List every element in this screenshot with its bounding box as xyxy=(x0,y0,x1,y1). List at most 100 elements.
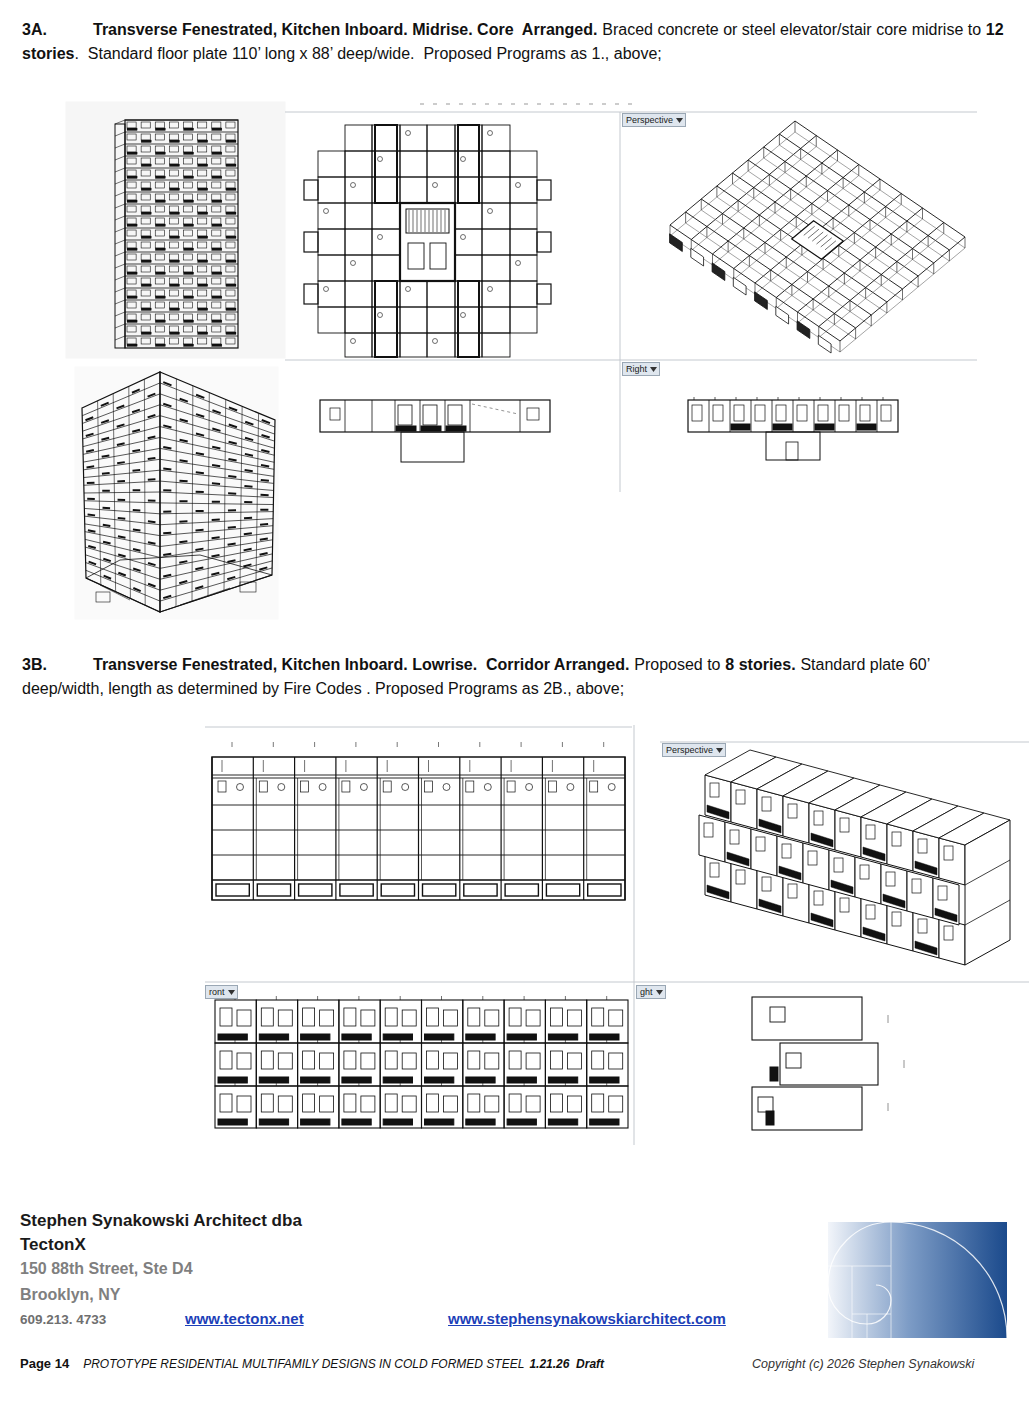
wall-top xyxy=(717,186,887,302)
floor-line xyxy=(115,324,125,328)
wall-post xyxy=(785,162,786,173)
bay-line xyxy=(877,400,878,432)
unit-cell xyxy=(427,125,455,151)
window xyxy=(485,1096,499,1112)
balcony-rail xyxy=(87,466,95,467)
window xyxy=(127,146,136,152)
balcony-rail xyxy=(260,523,268,526)
module-face xyxy=(751,829,777,876)
window xyxy=(427,1051,439,1069)
tick xyxy=(482,1082,483,1086)
balcony-rail xyxy=(446,426,466,431)
window xyxy=(226,158,235,164)
window xyxy=(526,1096,540,1112)
wall-post xyxy=(765,243,766,254)
wall-post xyxy=(918,276,919,287)
unit-cell xyxy=(318,281,345,307)
dimension-tick xyxy=(232,742,233,747)
unit-cell xyxy=(345,151,372,177)
balcony-rail xyxy=(425,1119,454,1125)
party-wall xyxy=(545,778,546,880)
window xyxy=(814,891,823,905)
address: 150 88th Street, Ste D4 xyxy=(20,1260,193,1278)
balcony-rail xyxy=(262,420,270,423)
balcony-rail xyxy=(196,434,204,436)
unit-cell xyxy=(455,255,482,281)
logo-field xyxy=(828,1222,1007,1338)
balcony xyxy=(304,284,318,304)
balcony-rail xyxy=(507,1077,536,1083)
balcony-rail xyxy=(727,852,749,866)
balcony-rail xyxy=(227,560,235,562)
window xyxy=(710,863,719,877)
wall-post xyxy=(685,212,686,223)
bay-line xyxy=(709,400,710,432)
wall-post xyxy=(896,262,897,273)
window xyxy=(220,1051,232,1069)
arrow-glyph xyxy=(656,990,663,995)
window xyxy=(278,1096,292,1112)
viewport-border xyxy=(620,112,621,492)
module-face xyxy=(861,817,887,864)
balcony-rail xyxy=(102,455,110,456)
stair-tread xyxy=(425,210,426,232)
balcony-rail xyxy=(87,498,95,500)
unit-cell xyxy=(510,229,537,255)
window xyxy=(226,122,235,128)
window xyxy=(758,1097,773,1112)
balcony-rail xyxy=(118,573,125,576)
window xyxy=(155,230,164,236)
window xyxy=(226,314,235,320)
bay-line xyxy=(730,400,731,432)
floor-line xyxy=(85,539,160,557)
wall-post xyxy=(928,236,929,247)
module xyxy=(339,1086,380,1128)
balcony-rail xyxy=(196,529,204,532)
elevation-outline xyxy=(688,400,898,432)
module-face xyxy=(835,810,861,857)
window xyxy=(184,254,193,260)
corridor-wing xyxy=(375,281,397,357)
wall-base xyxy=(819,234,944,338)
window xyxy=(127,230,136,236)
door-mark xyxy=(593,760,594,772)
tick xyxy=(276,1039,277,1043)
window xyxy=(261,1094,273,1112)
fixture xyxy=(378,313,383,318)
window xyxy=(198,230,207,236)
wall-post xyxy=(902,289,903,300)
window xyxy=(155,338,164,344)
fixture xyxy=(378,235,383,240)
window xyxy=(141,170,150,176)
balcony-rail xyxy=(155,200,165,203)
bay-line xyxy=(420,400,421,432)
wall-post xyxy=(886,302,887,313)
module xyxy=(380,1086,421,1128)
tower-elevation xyxy=(115,120,238,348)
balcony-rail xyxy=(127,200,137,203)
balcony-rail xyxy=(707,885,729,899)
window xyxy=(169,206,178,212)
balcony xyxy=(537,180,551,200)
balcony-rail xyxy=(212,128,222,131)
balcony-rail xyxy=(148,563,155,565)
page-number: Page 14 xyxy=(20,1356,69,1371)
unit-cell xyxy=(482,307,510,333)
window xyxy=(169,158,178,164)
firm-name: TectonX xyxy=(20,1235,86,1255)
floor-line xyxy=(160,394,275,434)
balcony-rail xyxy=(101,420,109,423)
wall-top xyxy=(840,237,965,341)
window xyxy=(127,134,136,140)
window xyxy=(169,278,178,284)
tick xyxy=(482,996,483,1000)
window xyxy=(736,870,745,884)
balcony-rail xyxy=(198,188,208,191)
tick xyxy=(235,1082,236,1086)
balcony-rail xyxy=(212,501,220,503)
window xyxy=(184,170,193,176)
window xyxy=(527,408,539,420)
window xyxy=(184,302,193,308)
window xyxy=(526,1010,540,1026)
tower-face xyxy=(160,372,275,612)
